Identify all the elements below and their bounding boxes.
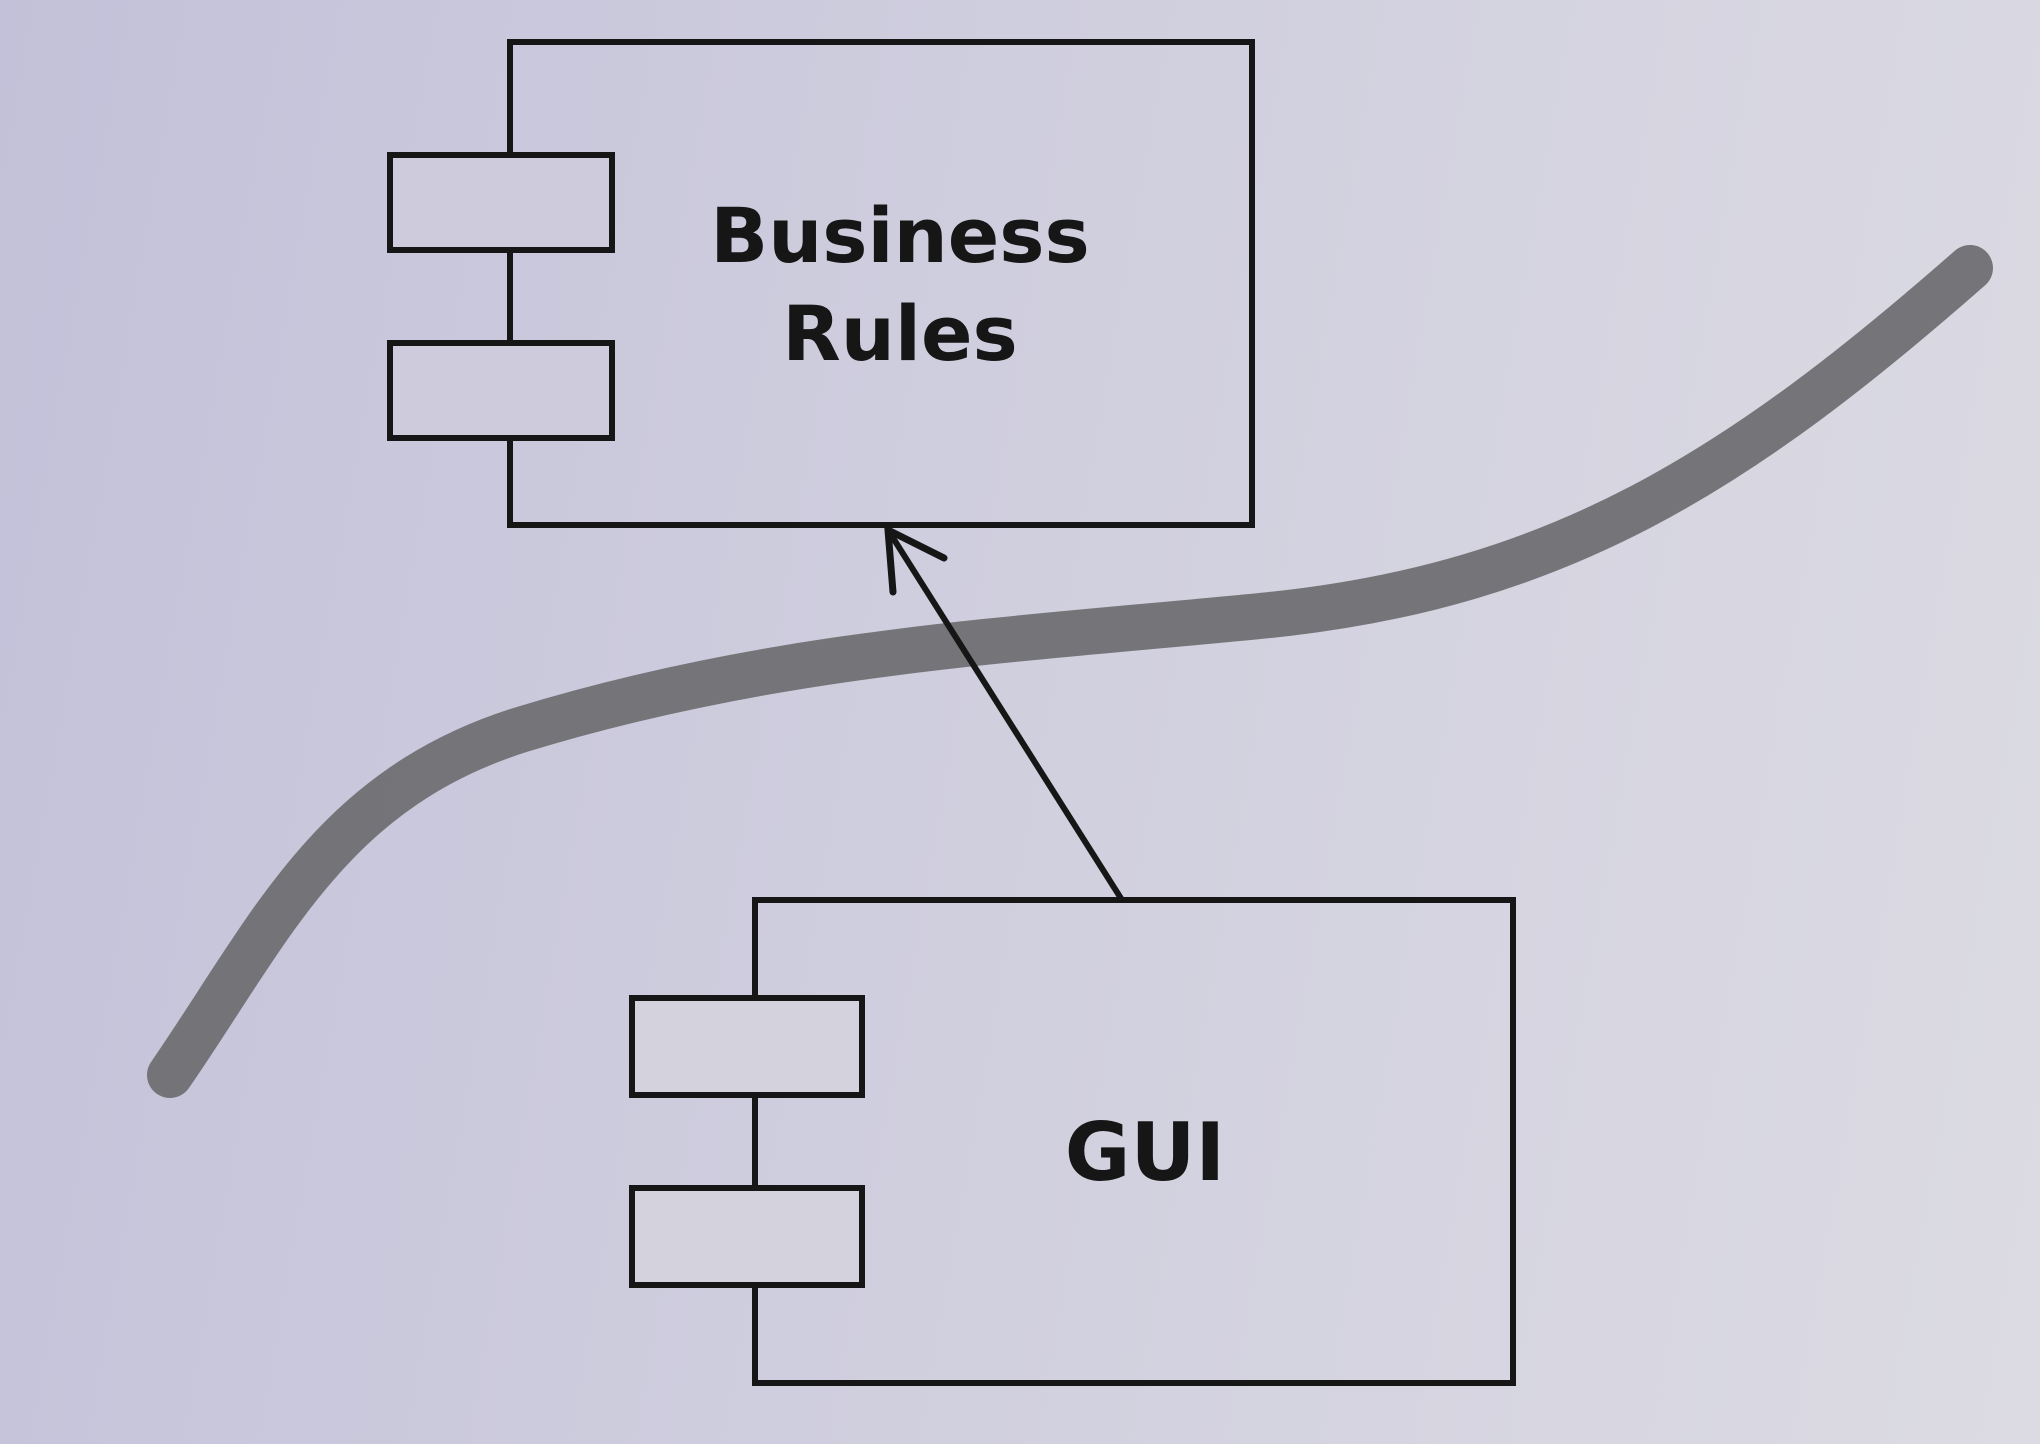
dependency-arrow-head — [884, 524, 948, 596]
dependency-arrow-shaft — [885, 528, 1125, 902]
business-rules-port-bottom — [387, 340, 615, 441]
gui-box — [752, 897, 1516, 1386]
dependency-arrow — [884, 524, 1125, 902]
gui-component: GUI — [629, 897, 1516, 1386]
business-rules-component: Business Rules — [387, 39, 1255, 528]
business-rules-label-line-1: Business — [710, 191, 1089, 280]
gui-label: GUI — [1065, 1106, 1225, 1199]
business-rules-label-line-2: Rules — [782, 289, 1017, 378]
boundary-curve — [147, 245, 1993, 1098]
business-rules-port-top — [387, 152, 615, 253]
gui-port-bottom — [629, 1185, 865, 1288]
business-rules-box — [507, 39, 1255, 528]
gui-port-top — [629, 995, 865, 1098]
